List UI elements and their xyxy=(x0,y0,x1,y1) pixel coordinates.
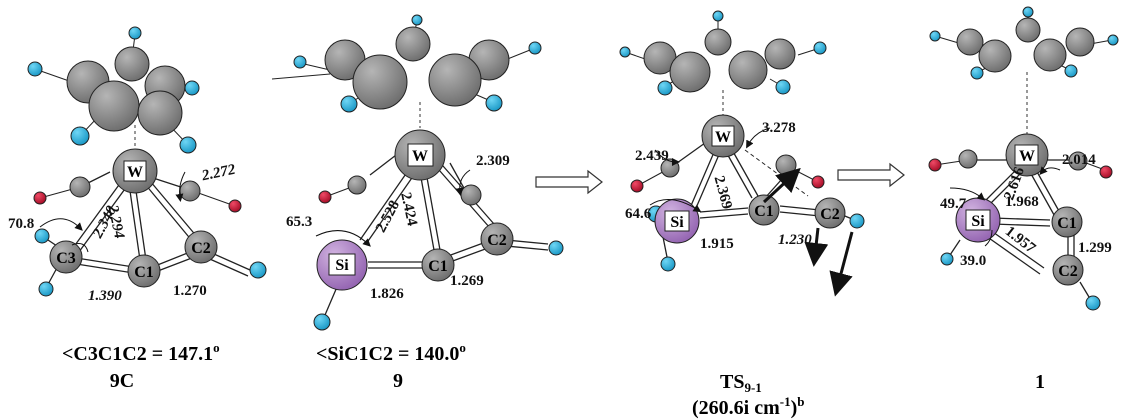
svg-text:C1: C1 xyxy=(428,258,448,275)
bond-c1-c2-1: 1.299 xyxy=(1078,240,1112,256)
angle-value-9: 65.3 xyxy=(286,214,312,230)
angle-caption-9c: <C3C1C2 = 147.1o xyxy=(62,340,220,365)
bond-w-si-9: 2.528 xyxy=(373,198,403,235)
atom-w-ts: W xyxy=(701,114,745,158)
bond-w-co-9: 2.309 xyxy=(476,153,510,169)
angle-value-9c: 70.8 xyxy=(8,216,34,232)
svg-text:W: W xyxy=(715,129,731,146)
bond-c3-c1-9c: 1.390 xyxy=(88,288,122,304)
bond-w-co-1: 2.014 xyxy=(1062,152,1096,168)
angle-top-1: 49.7 xyxy=(940,196,967,212)
structure-1: W Si C1 C2 49.7 39.0 2.616 2.014 1.968 1… xyxy=(928,6,1119,393)
name-ts: TS9-1 xyxy=(720,371,762,395)
svg-text:C2: C2 xyxy=(487,232,507,249)
cp-ring-9c xyxy=(27,26,200,154)
svg-text:W: W xyxy=(412,148,428,165)
atom-w-9: W xyxy=(394,129,446,181)
vibration-arrows xyxy=(762,167,854,297)
atom-c2-9c: C2 xyxy=(184,230,218,264)
atom-c2-ts: C2 xyxy=(814,197,846,229)
svg-text:C1: C1 xyxy=(1057,215,1077,232)
name-9: 9 xyxy=(393,370,403,392)
angle-caption-9: <SiC1C2 = 140.0o xyxy=(316,340,466,365)
svg-text:W: W xyxy=(127,164,143,181)
svg-text:C1: C1 xyxy=(754,203,774,220)
bond-c1-c2-9: 1.269 xyxy=(450,273,484,289)
svg-text:C3: C3 xyxy=(56,250,76,267)
atom-c1-ts: C1 xyxy=(748,194,780,226)
svg-text:Si: Si xyxy=(335,257,349,274)
bond-w-c1-9: 2.424 xyxy=(397,191,420,228)
atom-c3-9c: C3 xyxy=(49,240,83,274)
angle-bot-1: 39.0 xyxy=(960,253,986,269)
atom-w-1: W xyxy=(1005,133,1049,177)
atom-si-ts: Si xyxy=(654,198,700,244)
bond-si-c1-9: 1.826 xyxy=(370,286,404,302)
svg-text:Si: Si xyxy=(971,213,985,230)
svg-text:C1: C1 xyxy=(134,264,154,281)
atom-c1-9: C1 xyxy=(421,248,455,282)
svg-text:C2: C2 xyxy=(820,206,840,223)
cp-ring-ts xyxy=(619,10,827,96)
cp-ring-9 xyxy=(271,14,542,113)
atom-c1-1: C1 xyxy=(1051,206,1083,238)
reaction-arrow-2 xyxy=(837,162,905,188)
atom-si-9: Si xyxy=(316,239,368,291)
bond-c1-c2-ts: 1.230 xyxy=(778,232,812,248)
structure-9c: W C3 C1 C2 70.8 2.340 2.294 2.272 1.390 … xyxy=(8,26,267,392)
bond-w-co-right-ts: 3.278 xyxy=(762,120,796,136)
structure-ts: W Si C1 C2 64.6 2.439 2.369 3.278 1.915 … xyxy=(619,10,865,419)
atom-c1-9c: C1 xyxy=(127,254,161,288)
svg-text:Si: Si xyxy=(670,214,684,231)
atom-c2-1: C2 xyxy=(1052,254,1084,286)
structure-9: W Si C1 C2 65.3 2.528 2.424 2.309 1.826 … xyxy=(271,14,564,392)
atom-c2-9: C2 xyxy=(480,222,514,256)
bond-w-co-9c: 2.272 xyxy=(200,162,238,185)
cp-ring-1 xyxy=(929,6,1119,80)
freq-ts: (260.6i cm-1)b xyxy=(692,394,805,419)
name-9c: 9C xyxy=(110,370,134,392)
bond-si-c1-ts: 1.915 xyxy=(700,236,734,252)
atom-w-9c: W xyxy=(112,148,158,194)
bond-si-c1-1: 1.968 xyxy=(1005,194,1039,210)
angle-arc-9c xyxy=(39,218,83,231)
bond-w-co-left-ts: 2.439 xyxy=(635,148,669,164)
name-1: 1 xyxy=(1035,371,1045,393)
bond-c1-c2-9c: 1.270 xyxy=(173,283,207,299)
bond-w-c1-9c: 2.294 xyxy=(104,203,127,241)
bond-w-c1-ts: 2.369 xyxy=(711,174,735,211)
svg-text:C2: C2 xyxy=(1058,263,1078,280)
angle-value-ts: 64.6 xyxy=(625,206,652,222)
svg-text:W: W xyxy=(1019,148,1035,165)
atom-si-1: Si xyxy=(955,197,1001,243)
reaction-arrow-1 xyxy=(535,169,603,195)
svg-text:C2: C2 xyxy=(191,240,211,257)
